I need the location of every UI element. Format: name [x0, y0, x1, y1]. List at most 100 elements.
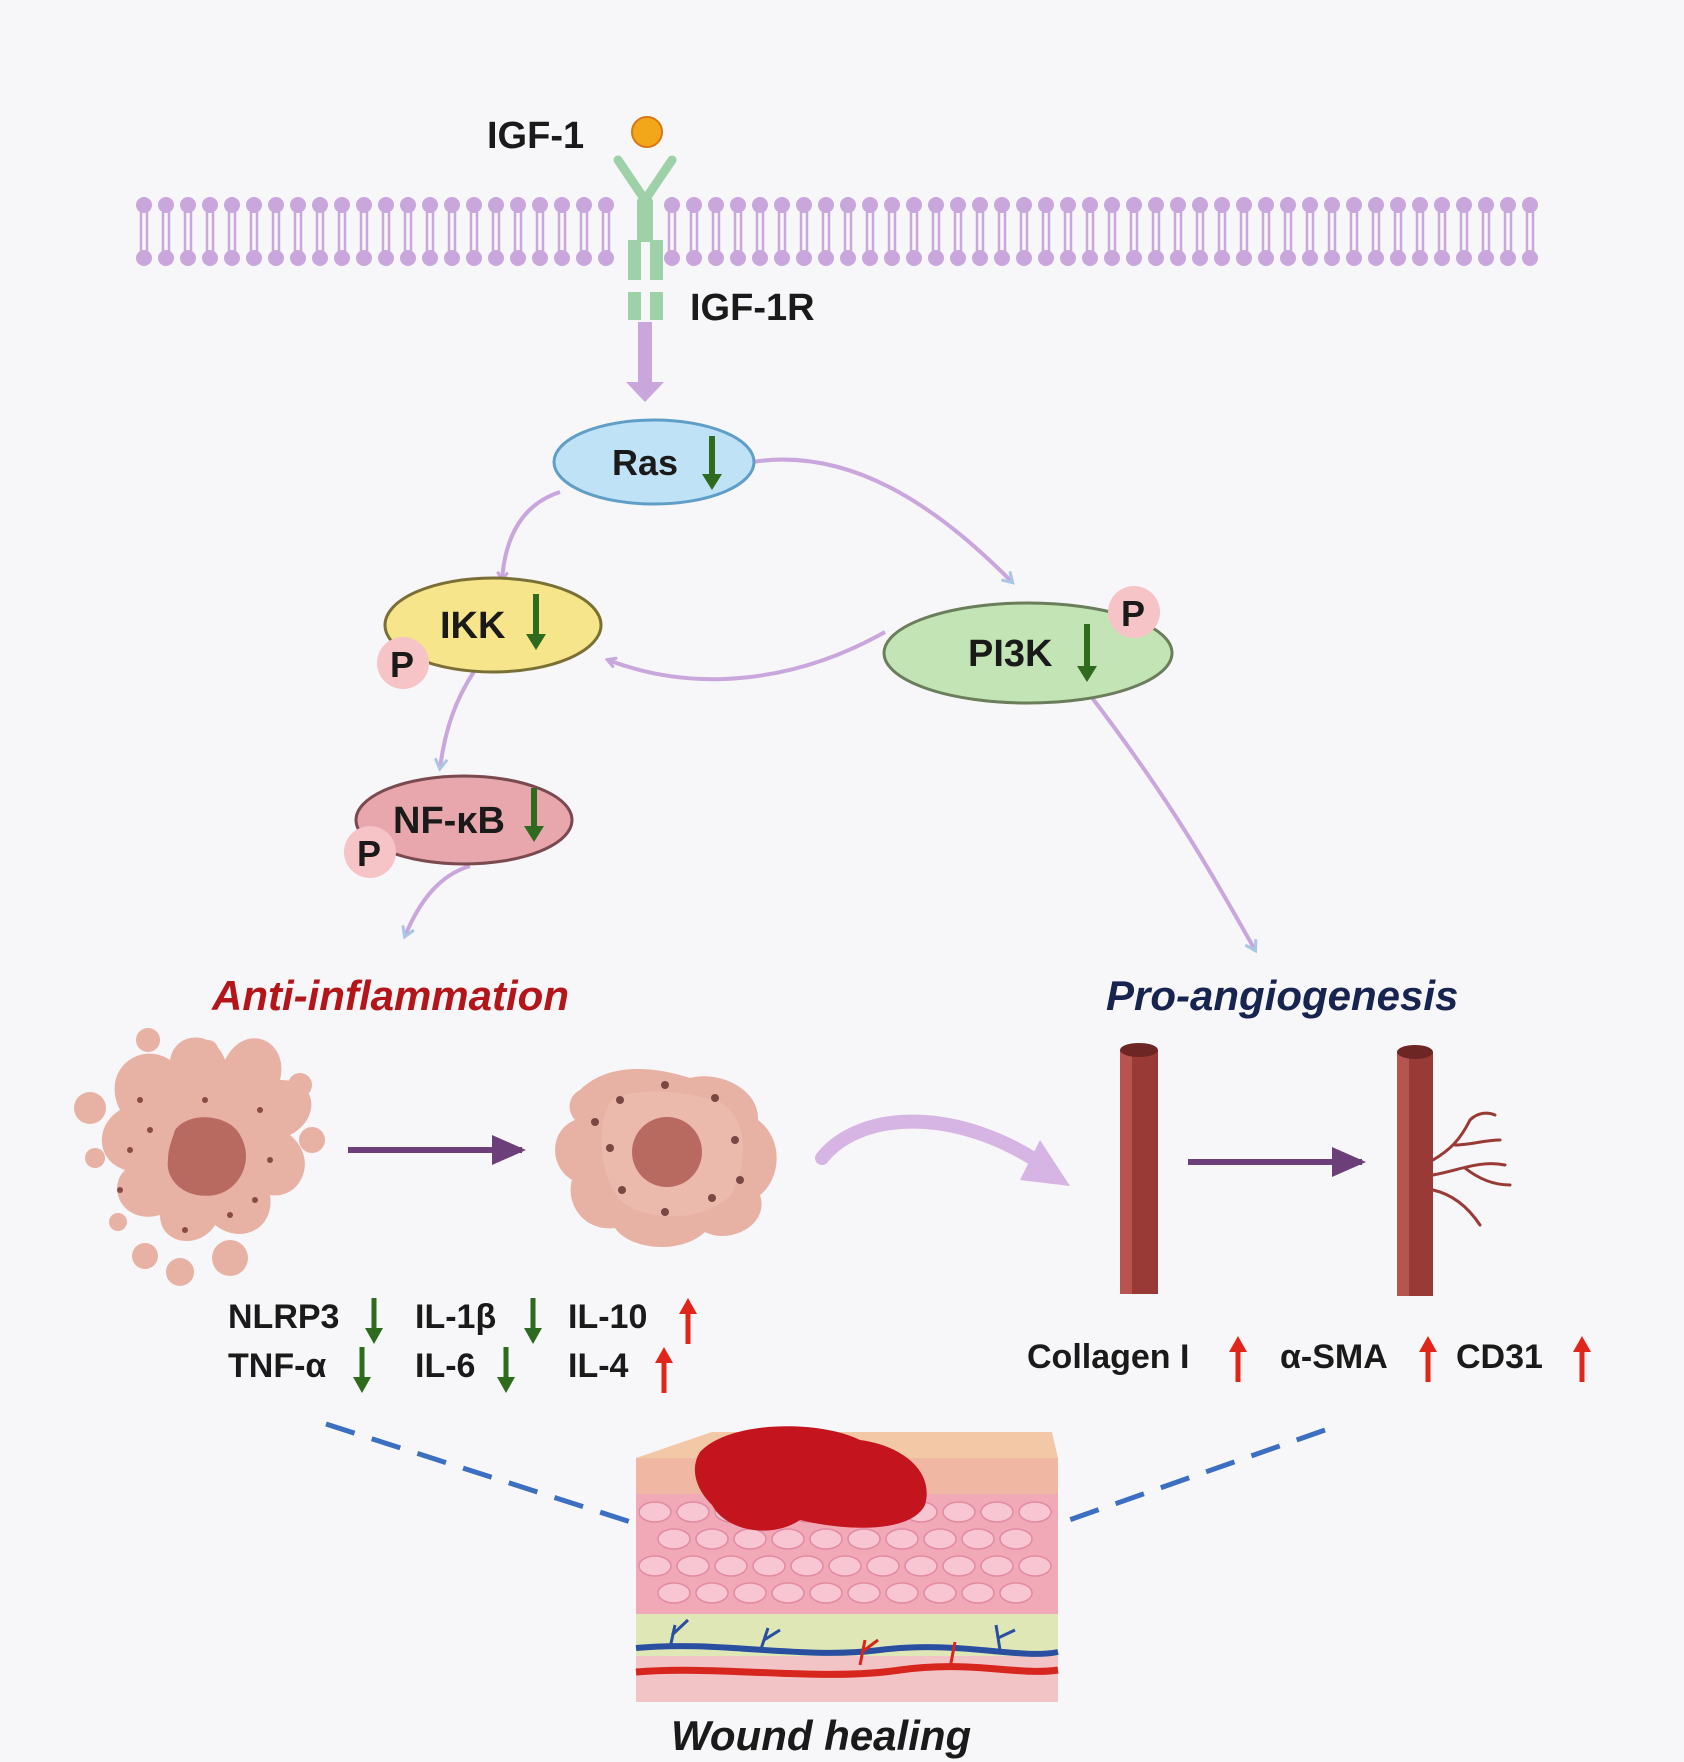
phospholipid [1478, 197, 1494, 266]
skin-cell [638, 1555, 672, 1577]
phospholipid [1258, 197, 1274, 266]
phospholipid [972, 197, 988, 266]
phospholipid [1236, 197, 1252, 266]
phospholipid [862, 197, 878, 266]
phospholipid [202, 197, 218, 266]
granule-dot [661, 1208, 669, 1216]
granule-dot [127, 1147, 133, 1153]
skin-cell [885, 1582, 919, 1604]
phospholipid [378, 197, 394, 266]
skin-cell [904, 1555, 938, 1577]
phospholipid [246, 197, 262, 266]
inflammation-marker-label: IL-1β [415, 1298, 496, 1336]
skin-cell [980, 1555, 1014, 1577]
membrane-bleb [132, 1243, 158, 1269]
phospholipid [1368, 197, 1384, 266]
igf-1-ligand-dot [631, 116, 663, 148]
granule-dot [252, 1197, 258, 1203]
ikk-ellipse [383, 576, 603, 674]
ikk-to-nfkb-edge [440, 668, 477, 768]
membrane-bleb [74, 1092, 106, 1124]
skin-cell [999, 1582, 1033, 1604]
membrane-bleb [136, 1028, 160, 1052]
phospholipid [158, 197, 174, 266]
marker-up-arrow-icon [679, 1298, 697, 1344]
membrane-bleb [299, 1127, 325, 1153]
nfkb-ellipse [354, 774, 574, 866]
svg-text:P: P [357, 833, 381, 874]
pro-angiogenesis-title: Pro-angiogenesis [1106, 972, 1458, 1019]
phospholipid [136, 197, 152, 266]
ikk-node: IKK P [377, 576, 603, 689]
granule-dot [147, 1127, 153, 1133]
resolving-macrophage-illustration [555, 1068, 777, 1248]
granule-dot [117, 1187, 123, 1193]
phospholipid [1434, 197, 1450, 266]
ras-node: Ras [552, 418, 756, 506]
angiogenesis-marker-label: CD31 [1456, 1338, 1543, 1376]
skin-cell [809, 1582, 843, 1604]
marker-down-arrow-icon [365, 1298, 383, 1344]
phospholipid [994, 197, 1010, 266]
inflammation-marker-label: IL-10 [568, 1298, 647, 1336]
phospholipid [268, 197, 284, 266]
skin-wound-illustration [635, 1426, 1059, 1702]
phospholipid [708, 197, 724, 266]
skin-cell [847, 1582, 881, 1604]
phospholipid [598, 197, 614, 266]
macrophage-to-vessel-arrow [815, 1114, 1057, 1177]
phospholipid [1346, 197, 1362, 266]
phospholipid [1214, 197, 1230, 266]
phospholipid [290, 197, 306, 266]
phospholipid [884, 197, 900, 266]
blood-vessel-before-illustration [1120, 1043, 1158, 1294]
phospholipid [1500, 197, 1516, 266]
skin-cell [923, 1528, 957, 1550]
skin-cell [676, 1555, 710, 1577]
skin-cell [961, 1528, 995, 1550]
pi3k-to-ikk-edge [608, 630, 886, 682]
skin-cell [980, 1501, 1014, 1523]
granule-dot [731, 1136, 739, 1144]
phospholipid [1456, 197, 1472, 266]
granule-dot [708, 1194, 716, 1202]
skin-cell [676, 1501, 710, 1523]
skin-cell [942, 1501, 976, 1523]
pi3k-down-arrow-icon [1077, 624, 1097, 682]
pi3k-to-pro-angiogenesis-edge [1088, 693, 1255, 950]
igf-1-label: IGF-1 [487, 115, 584, 157]
granule-dot [616, 1096, 624, 1104]
inflammation-marker-label: NLRP3 [228, 1298, 339, 1336]
phospholipid [1104, 197, 1120, 266]
pi3k-node: PI3K P [882, 586, 1174, 705]
granule-dot [606, 1144, 614, 1152]
phospholipid [1412, 197, 1428, 266]
marker-up-arrow-icon [1573, 1336, 1591, 1382]
phospholipid [466, 197, 482, 266]
inflammation-marker-label: IL-6 [415, 1347, 475, 1385]
ras-down-arrow-icon [702, 436, 722, 490]
phospholipid [730, 197, 746, 266]
phospholipid [576, 197, 592, 266]
receptor-to-ras-arrow [626, 322, 664, 402]
phospholipid [1126, 197, 1142, 266]
granule-dot [137, 1097, 143, 1103]
ras-label: Ras [612, 442, 678, 483]
membrane-bleb [166, 1258, 194, 1286]
phospholipid [312, 197, 328, 266]
skin-cell [695, 1582, 729, 1604]
phospholipid [1390, 197, 1406, 266]
phospholipid [444, 197, 460, 266]
granule-dot [736, 1176, 744, 1184]
phospholipid [1038, 197, 1054, 266]
granule-dot [618, 1186, 626, 1194]
granule-dot [202, 1097, 208, 1103]
skin-cell [638, 1501, 672, 1523]
macrophage-to-vessel-arrowhead [1020, 1140, 1070, 1186]
anti-inflammation-title: Anti-inflammation [211, 972, 569, 1019]
granule-dot [257, 1107, 263, 1113]
